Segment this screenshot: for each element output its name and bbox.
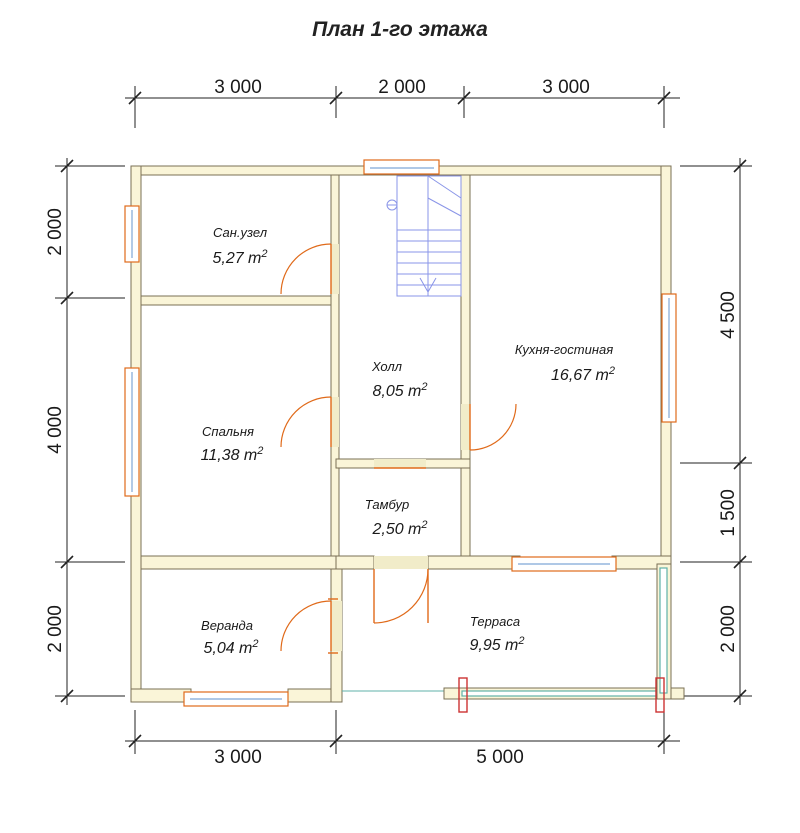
dim-top-3: 3 000 <box>542 77 590 98</box>
room-hall-name: Холл <box>371 359 403 374</box>
room-veranda-name: Веранда <box>201 618 253 633</box>
window-kitchen-bottom <box>511 556 617 572</box>
window-top-hall <box>363 159 440 175</box>
room-terrace-area: 9,95 m2 <box>469 635 524 654</box>
dim-top-1: 3 000 <box>214 77 262 98</box>
dim-bottom-2: 5 000 <box>476 747 524 768</box>
dim-left-1: 2 000 <box>45 208 66 256</box>
windows <box>124 159 677 707</box>
dim-right-2: 1 500 <box>718 489 739 537</box>
door-veranda <box>280 598 338 654</box>
window-veranda <box>183 691 289 707</box>
room-bedroom-area: 11,38 m2 <box>201 445 264 464</box>
dimension-right: 4 500 1 500 2 000 <box>680 158 752 705</box>
plan-title: План 1-го этажа <box>312 18 488 41</box>
door-bath <box>280 243 332 295</box>
room-bath: Сан.узел 5,27 m2 <box>212 225 267 267</box>
room-bath-name: Сан.узел <box>213 225 268 240</box>
room-veranda-area: 5,04 m2 <box>203 638 258 657</box>
dim-left-2: 4 000 <box>45 406 66 454</box>
wall-left-column <box>330 174 340 563</box>
room-kitchen-area: 16,67 m2 <box>551 365 615 384</box>
window-bath <box>124 205 140 263</box>
dim-left-3: 2 000 <box>45 605 66 653</box>
wall-bath-bedroom <box>140 295 337 306</box>
room-hall-area: 8,05 m2 <box>372 381 427 400</box>
room-kitchen: Кухня-гостиная 16,67 m2 <box>515 342 615 384</box>
dim-top-2: 2 000 <box>378 77 426 98</box>
room-bath-area: 5,27 m2 <box>212 248 267 267</box>
door-bedroom <box>280 396 332 448</box>
wall-vestibule-bottom-left <box>335 555 375 570</box>
room-terrace: Терраса 9,95 m2 <box>469 614 524 654</box>
room-veranda: Веранда 5,04 m2 <box>201 618 258 657</box>
dim-bottom-1: 3 000 <box>214 747 262 768</box>
door-vestibule-bottom <box>373 568 429 624</box>
dimension-bottom: 3 000 5 000 <box>125 710 680 768</box>
terrace-railing <box>342 563 685 713</box>
wall-bottom-veranda-left <box>130 688 192 703</box>
wall-hall-kitchen <box>460 174 471 564</box>
dim-right-3: 2 000 <box>718 605 739 653</box>
room-hall: Холл 8,05 m2 <box>371 359 428 400</box>
wall-bedroom-veranda <box>140 555 341 570</box>
room-bedroom: Спальня 11,38 m2 <box>201 424 264 464</box>
window-bedroom <box>124 367 140 497</box>
doors <box>280 243 517 654</box>
room-vestibule-area: 2,50 m2 <box>371 519 427 538</box>
room-vestibule: Тамбур 2,50 m2 <box>365 497 428 538</box>
dim-right-1: 4 500 <box>718 291 739 339</box>
room-terrace-name: Терраса <box>470 614 520 629</box>
staircase <box>386 175 462 297</box>
room-bedroom-name: Спальня <box>202 424 254 439</box>
window-kitchen-right <box>661 293 677 423</box>
room-kitchen-name: Кухня-гостиная <box>515 342 613 357</box>
room-vestibule-name: Тамбур <box>365 497 410 512</box>
door-kitchen <box>469 403 517 451</box>
dimension-top: 3 000 2 000 3 000 <box>125 77 680 128</box>
dimension-left: 2 000 4 000 2 000 <box>45 158 125 705</box>
wall-vestibule-bottom-right <box>427 555 521 570</box>
